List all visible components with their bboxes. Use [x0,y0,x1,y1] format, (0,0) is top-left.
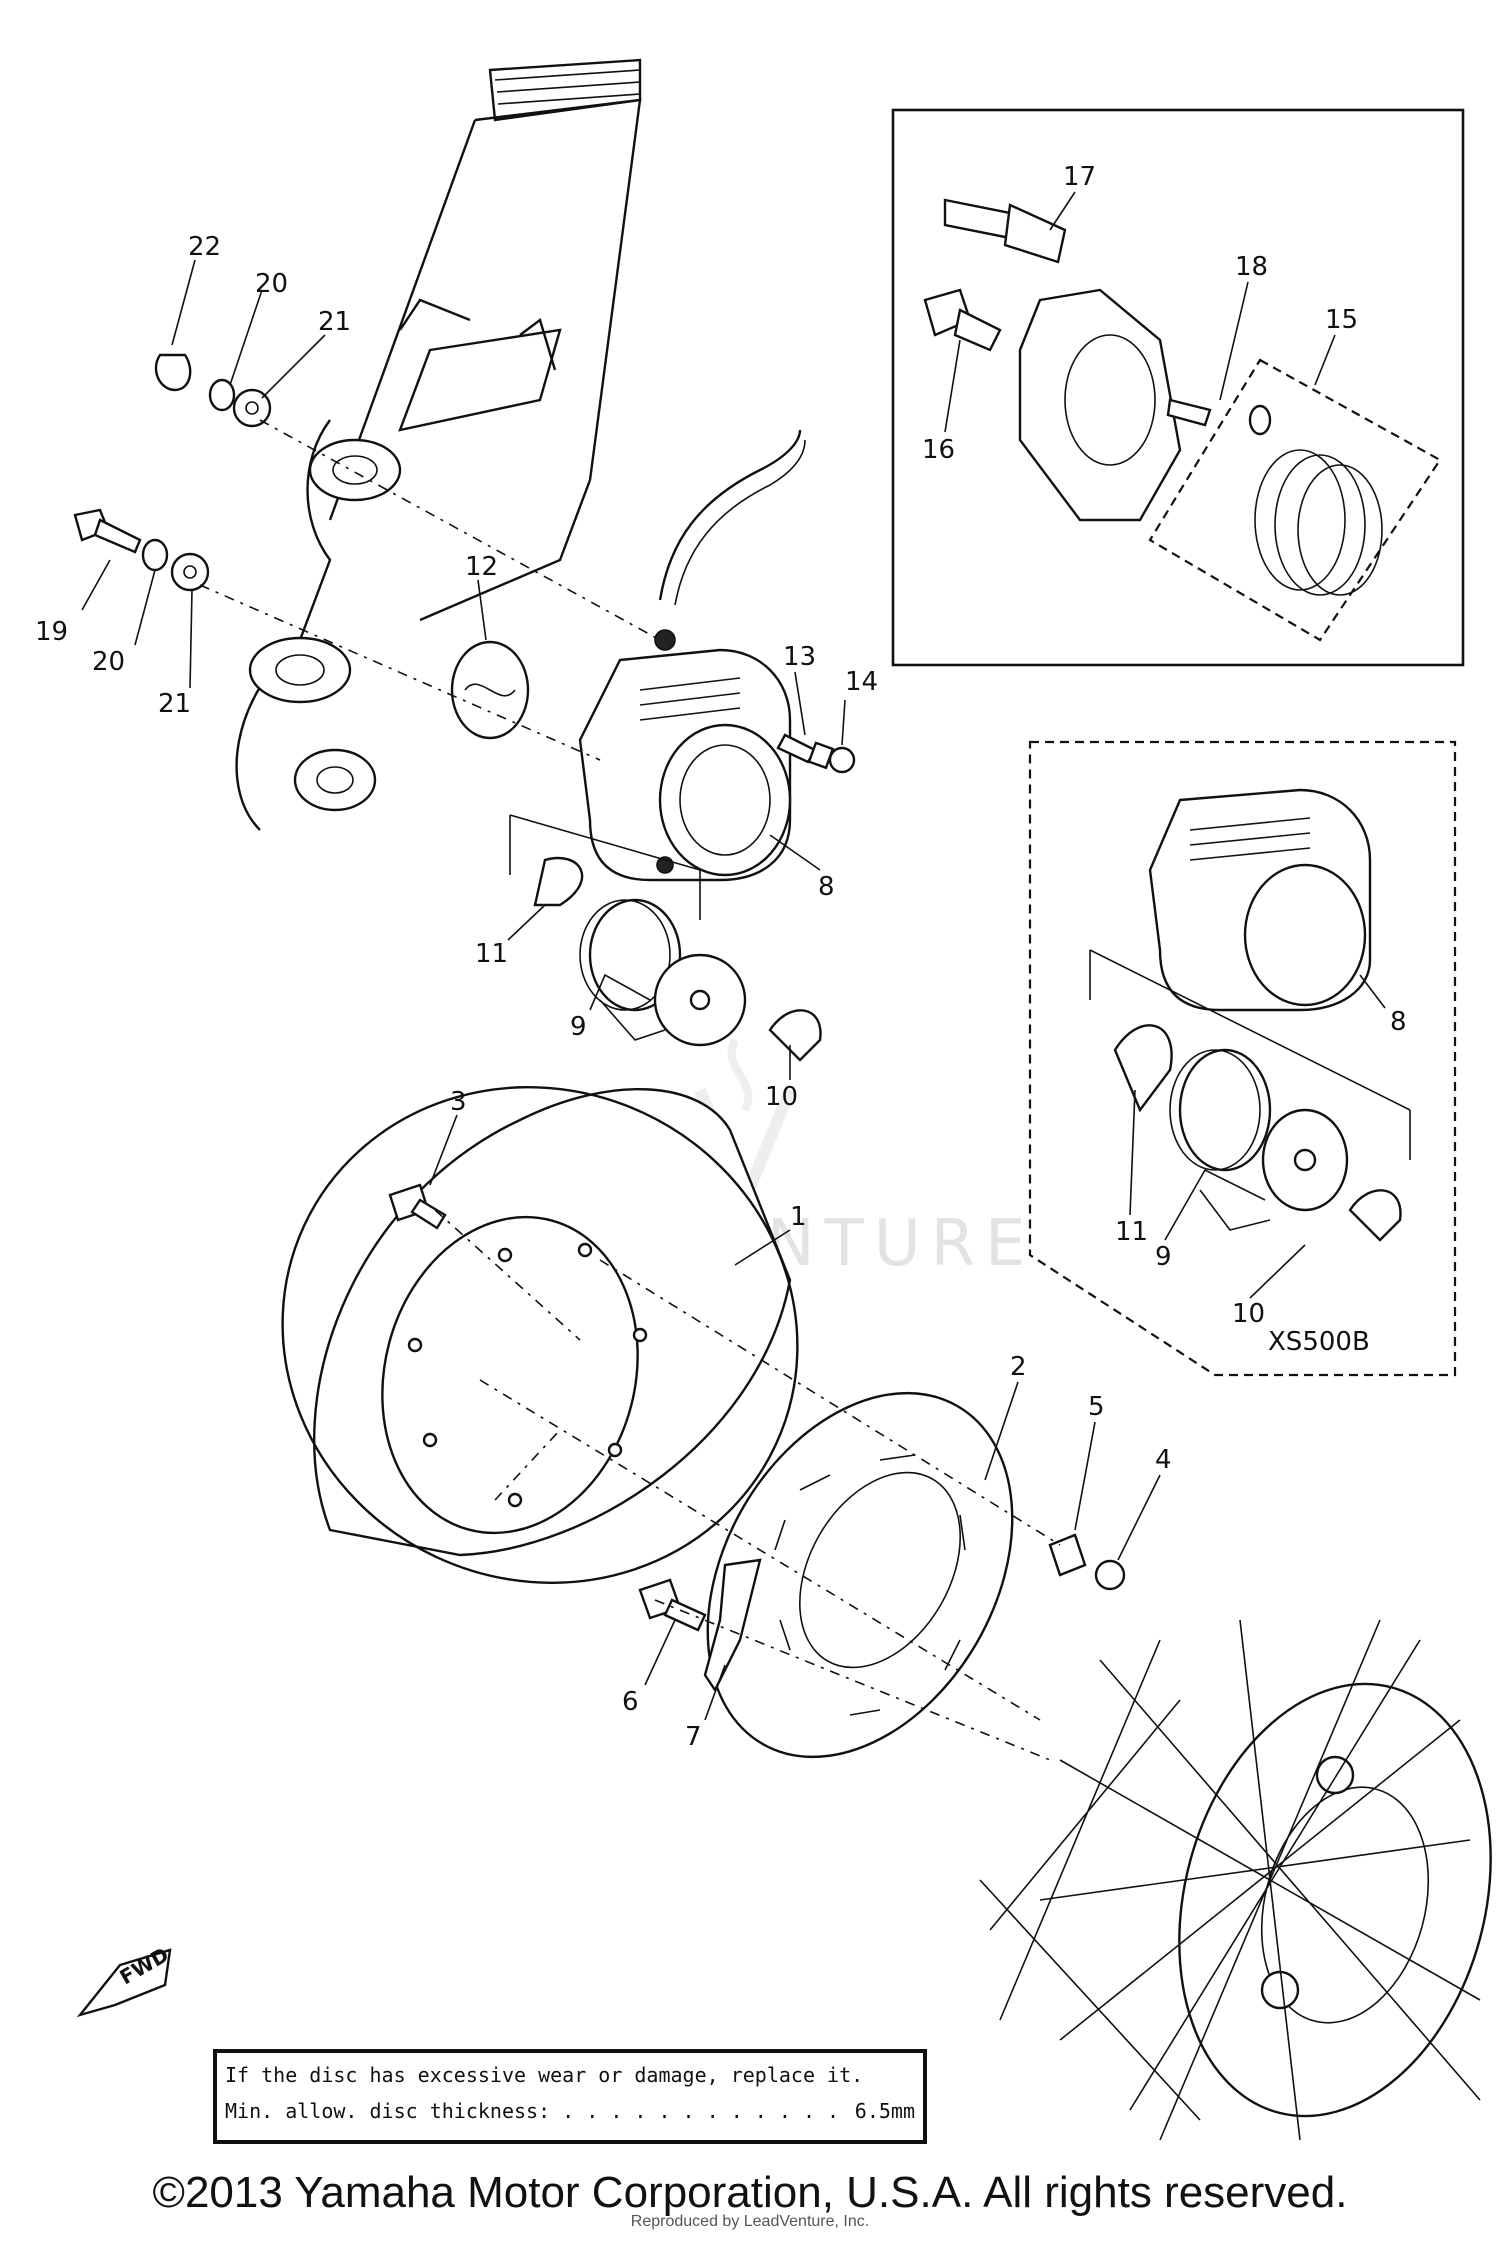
nut [1094,1559,1126,1591]
note-line-2-value: 6.5mm [854,2099,915,2123]
callout-5: 5 [1088,1392,1105,1422]
forward-arrow-icon: FWD [76,1942,173,2018]
callout-10-main: 10 [765,1082,798,1112]
bleed-screw [776,733,835,770]
bleed-cap [828,746,856,774]
inset-xs500b-caliper [1028,740,1457,1377]
brake-pads-main [509,814,822,1062]
reproduction-credit: Reproduced by LeadVenture, Inc. [630,2213,870,2230]
callout-11-inset: 11 [1115,1217,1148,1247]
callout-12: 12 [465,552,498,582]
lock-washer [1048,1533,1087,1577]
callout-21-bottom: 21 [158,689,191,719]
brake-caliper-main [578,629,792,882]
brake-disc [281,1086,799,1584]
brake-hose [658,429,802,601]
callout-15: 15 [1325,305,1358,335]
callout-20-bottom: 20 [92,647,125,677]
note-line-1-text: If the disc has excessive wear or damage… [225,2063,864,2087]
lock-plate [703,1558,762,1693]
callout-9-inset: 9 [1155,1242,1172,1272]
callout-13: 13 [783,642,816,672]
callout-7: 7 [685,1722,702,1752]
callout-17: 17 [1063,162,1096,192]
callout-8-main: 8 [818,872,835,902]
note-line-2: Min. allow. disc thickness: . . . . . . … [225,2093,915,2129]
mounting-hardware [73,353,661,761]
wheel-hub [979,1619,1492,2141]
callout-22: 22 [188,232,221,262]
callout-19: 19 [35,617,68,647]
callout-10-inset: 10 [1232,1299,1265,1329]
callouts: 1 2 3 4 5 6 7 8 8 9 9 10 10 11 11 12 13 … [35,162,1407,1752]
callout-9-main: 9 [570,1012,587,1042]
hub-bolt [638,1578,707,1632]
note-line-2-text: Min. allow. disc thickness: . . . . . . … [225,2099,855,2123]
note-line-1: If the disc has excessive wear or damage… [225,2057,915,2093]
callout-leaders [81,191,1386,1721]
callout-2: 2 [1010,1352,1027,1382]
callout-20-top: 20 [255,269,288,299]
inset-model-label: XS500B [1268,1327,1370,1357]
disc-bolt [388,1183,447,1230]
callout-3: 3 [450,1087,467,1117]
callout-1: 1 [790,1202,807,1232]
fork-leg [235,58,642,831]
callout-8-inset: 8 [1390,1007,1407,1037]
copyright-text: ©2013 Yamaha Motor Corporation, U.S.A. A… [152,2168,1348,2217]
disc-wear-note: If the disc has excessive wear or damage… [213,2049,927,2144]
callout-14: 14 [845,667,878,697]
callout-11-main: 11 [475,939,508,969]
disc-hub [706,1391,1014,1759]
caliper-emblem [450,640,530,740]
callout-6: 6 [622,1687,639,1717]
inset-caliper-seal-kit [891,108,1465,667]
callout-16: 16 [922,435,955,465]
callout-18: 18 [1235,252,1268,282]
disc-bolt-holes [407,1242,648,1508]
callout-4: 4 [1155,1445,1172,1475]
callout-21-top: 21 [318,307,351,337]
